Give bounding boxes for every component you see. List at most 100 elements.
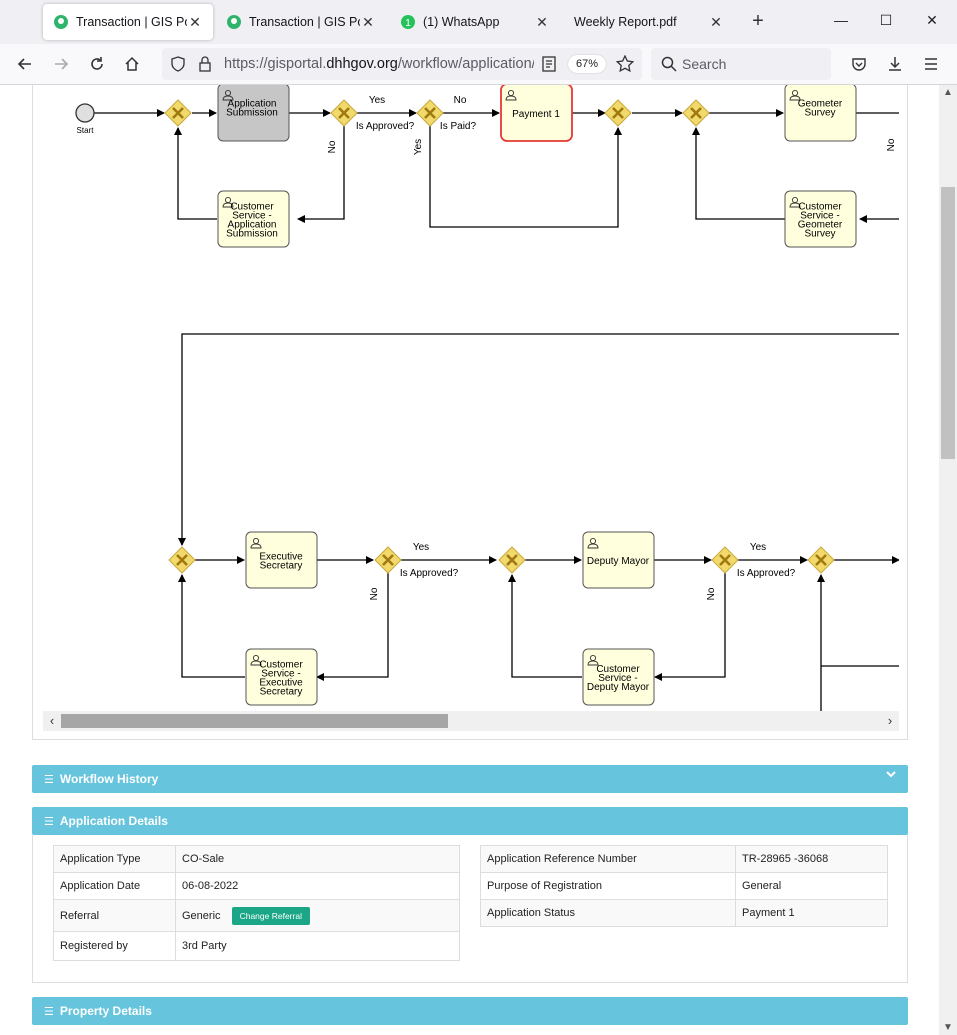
reader-view-icon[interactable] <box>542 56 556 72</box>
tab-gis-portal-2[interactable]: Transaction | GIS Portal ✕ <box>216 4 386 40</box>
gateway-icon[interactable] <box>167 545 197 575</box>
table-row: Application Status Payment 1 <box>480 899 888 927</box>
gateway-icon[interactable] <box>603 98 633 128</box>
task-label: Customer <box>230 202 274 213</box>
svg-text:1: 1 <box>405 18 411 29</box>
field-label: Referral <box>53 899 176 932</box>
url-text[interactable]: https://gisportal.dhhgov.org/workflow/ap… <box>224 56 534 72</box>
task-label-line: Application <box>228 220 277 231</box>
start-label: Start <box>77 126 95 135</box>
gateway-icon[interactable] <box>373 545 403 575</box>
start-event[interactable] <box>75 103 95 123</box>
close-icon[interactable]: ✕ <box>710 13 722 30</box>
table-row: Registered by 3rd Party <box>53 931 460 961</box>
whatsapp-icon: 1 <box>401 15 415 29</box>
reload-icon[interactable] <box>86 53 108 75</box>
search-bar[interactable]: Search <box>651 48 831 80</box>
task-label: Executive <box>259 552 303 563</box>
task-payment-1[interactable]: Payment 1 <box>500 85 573 142</box>
flow-edge <box>508 574 582 678</box>
field-label: Purpose of Registration <box>480 872 736 900</box>
download-icon[interactable] <box>884 53 906 75</box>
section-title: Application Details <box>59 814 168 828</box>
close-icon[interactable]: ✕ <box>536 13 548 30</box>
gateway-icon[interactable] <box>710 545 740 575</box>
gateway-icon[interactable] <box>163 98 193 128</box>
edge-label-yes: Yes <box>750 542 766 553</box>
gateway-label: Is Paid? <box>440 121 477 132</box>
pocket-icon[interactable] <box>848 53 870 75</box>
address-bar[interactable]: https://gisportal.dhhgov.org/workflow/ap… <box>162 48 642 80</box>
chevron-down-icon[interactable] <box>886 770 896 782</box>
gateway-icon[interactable] <box>497 545 527 575</box>
bookmark-star-icon[interactable] <box>616 55 634 73</box>
vertical-scrollbar[interactable]: ▲ ▼ <box>939 85 957 1035</box>
scrollbar-thumb[interactable] <box>61 714 448 728</box>
horizontal-scrollbar[interactable]: ‹ › <box>43 711 899 731</box>
gateway-icon[interactable] <box>329 98 359 128</box>
close-icon[interactable]: ✕ <box>362 13 374 30</box>
gateway-icon[interactable] <box>681 98 711 128</box>
menu-icon[interactable] <box>920 53 942 75</box>
task-deputy-mayor[interactable]: Deputy Mayor <box>582 531 655 589</box>
search-placeholder: Search <box>682 56 727 72</box>
field-value: General <box>735 872 888 900</box>
lock-icon[interactable] <box>198 56 212 72</box>
edge-label-yes: Yes <box>413 139 424 155</box>
home-icon[interactable] <box>121 53 143 75</box>
scroll-down-icon[interactable]: ▼ <box>943 1022 953 1033</box>
tab-whatsapp[interactable]: 1 (1) WhatsApp ✕ <box>390 4 560 40</box>
flow-edge <box>178 333 899 546</box>
shield-icon[interactable] <box>170 56 186 72</box>
navigation-toolbar: https://gisportal.dhhgov.org/workflow/ap… <box>0 44 957 85</box>
flow-edge <box>174 127 217 220</box>
table-row: Application Reference Number TR-28965 -3… <box>480 845 888 873</box>
scrollbar-thumb[interactable] <box>941 187 955 459</box>
url-path: /workflow/application/ <box>397 56 534 72</box>
tab-weekly-report[interactable]: Weekly Report.pdf ✕ <box>564 4 734 40</box>
change-referral-button[interactable]: Change Referral <box>231 906 310 925</box>
zoom-level[interactable]: 67% <box>568 55 606 73</box>
forward-icon[interactable] <box>50 53 72 75</box>
task-label-line: Executive <box>259 678 303 689</box>
task-label-line: Secretary <box>260 687 303 698</box>
scroll-left-icon[interactable]: ‹ <box>49 713 55 728</box>
window-close-icon[interactable]: ✕ <box>926 12 938 28</box>
task-label-line: Survey <box>804 229 835 240</box>
close-icon[interactable]: ✕ <box>189 13 201 30</box>
workflow-history-header[interactable]: ☰ Workflow History <box>32 765 908 793</box>
task-label: Geometer <box>798 99 843 110</box>
new-tab-button[interactable]: + <box>752 10 764 32</box>
minimize-icon[interactable]: — <box>834 12 848 28</box>
table-row: Purpose of Registration General <box>480 872 888 900</box>
back-icon[interactable] <box>14 53 36 75</box>
gateway-icon[interactable] <box>806 545 836 575</box>
table-row: Application Date 06-08-2022 <box>53 872 460 900</box>
scroll-right-icon[interactable]: › <box>887 713 893 728</box>
tab-title: Transaction | GIS Portal <box>249 15 360 29</box>
scroll-up-icon[interactable]: ▲ <box>943 87 953 98</box>
task-label-line: Geometer <box>798 220 843 231</box>
field-value: TR-28965 -36068 <box>735 845 888 873</box>
edge-label-no: No <box>886 138 897 151</box>
search-icon <box>661 56 677 72</box>
tab-gis-portal-1[interactable]: Transaction | GIS Portal ✕ <box>43 4 213 40</box>
property-details-header[interactable]: ☰ Property Details <box>32 997 908 1025</box>
application-details-header[interactable]: ☰ Application Details <box>32 807 908 835</box>
field-label: Application Status <box>480 899 736 927</box>
task-label-line: Service - <box>800 211 839 222</box>
flow-edge <box>316 573 389 681</box>
list-icon: ☰ <box>44 773 54 786</box>
maximize-icon[interactable]: ☐ <box>879 12 893 28</box>
